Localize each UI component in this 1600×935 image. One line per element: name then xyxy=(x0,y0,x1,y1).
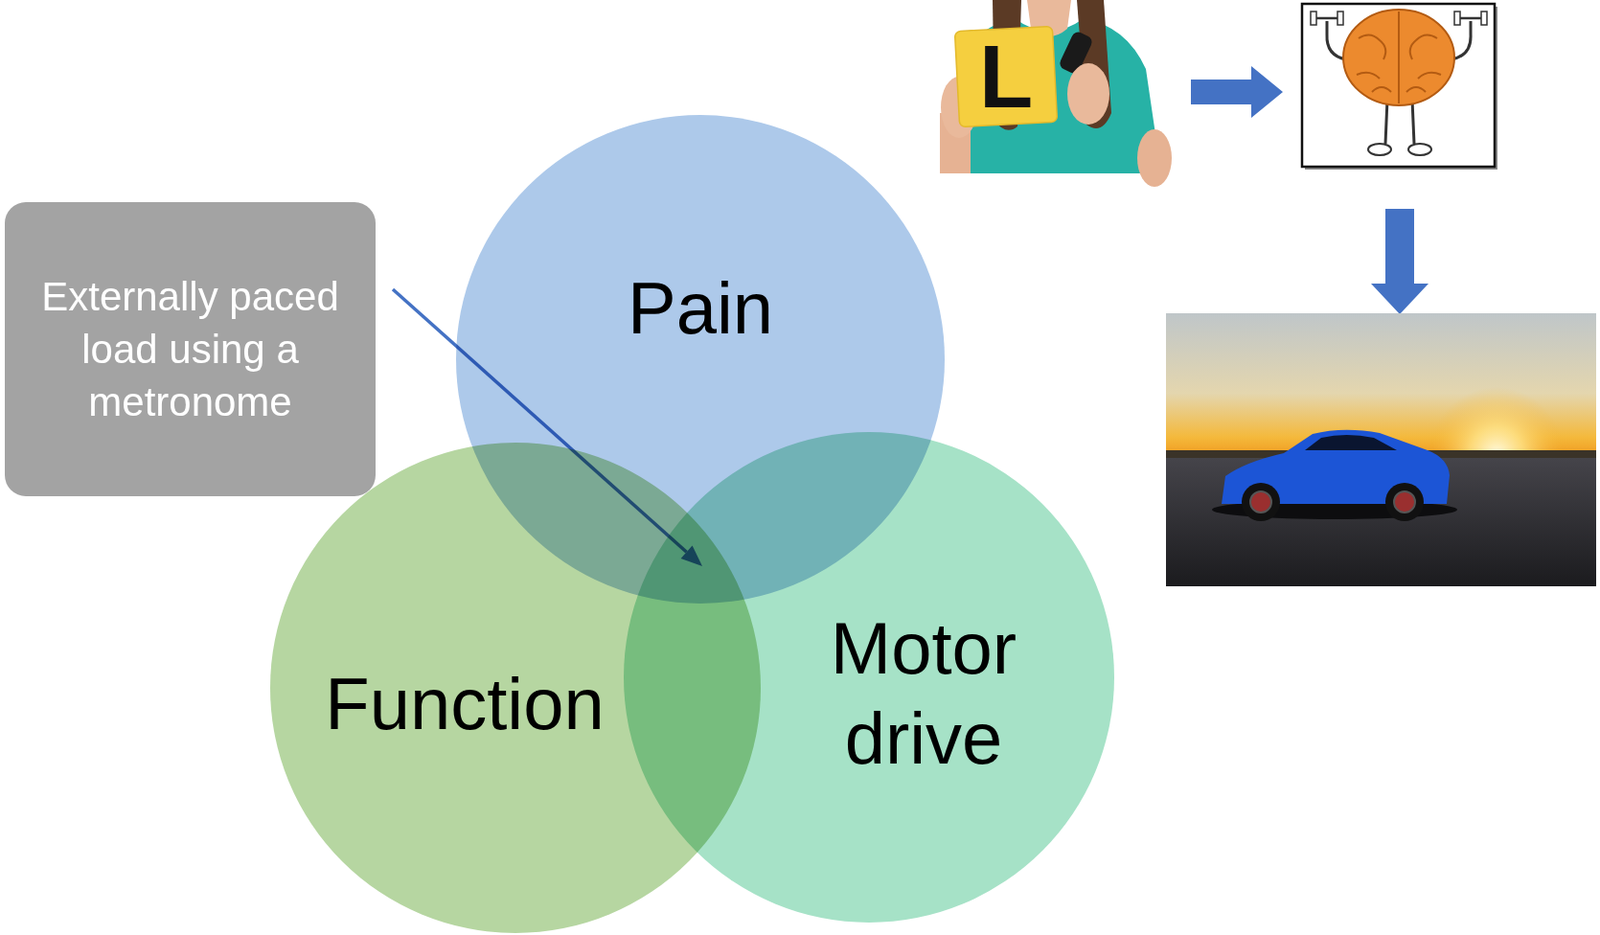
car-window xyxy=(1304,434,1397,451)
plate-letter: L xyxy=(979,32,1033,121)
car-photo xyxy=(1165,313,1597,587)
block-arrow-right xyxy=(1190,66,1283,118)
learner-plate xyxy=(954,25,1057,127)
cartoon-frame xyxy=(1302,3,1495,167)
learner-photo xyxy=(939,0,1172,187)
motor-drive-circle: Motor drive xyxy=(623,432,1115,923)
circle-label: Motor drive xyxy=(799,603,1049,784)
photo-ground xyxy=(939,0,1172,174)
rim xyxy=(1250,491,1272,513)
circle-fill xyxy=(623,432,1115,923)
brain xyxy=(1343,9,1455,106)
wheel xyxy=(1241,482,1280,522)
right-arm xyxy=(1137,129,1172,187)
rim xyxy=(1394,491,1416,513)
right-hand xyxy=(1067,63,1110,125)
left-dumbbell-weight xyxy=(1310,11,1317,25)
right-dumbbell-weight xyxy=(1454,11,1461,25)
brain-folds xyxy=(1356,11,1441,104)
wheel xyxy=(1385,482,1424,522)
right-dumbbell-weight xyxy=(1481,11,1487,25)
block-arrow-down xyxy=(1371,208,1429,315)
left-dumbbell-weight xyxy=(1337,11,1344,25)
right-shoe xyxy=(1408,143,1432,156)
left-shoe xyxy=(1368,143,1392,156)
teal-shirt xyxy=(953,19,1162,174)
callout-text: Externally paced load using a metronome xyxy=(18,270,364,429)
brain-cartoon xyxy=(1302,3,1498,170)
callout-box: Externally paced load using a metronome xyxy=(4,202,376,497)
circle-label: Function xyxy=(324,660,605,749)
circle-label: Pain xyxy=(627,264,774,353)
